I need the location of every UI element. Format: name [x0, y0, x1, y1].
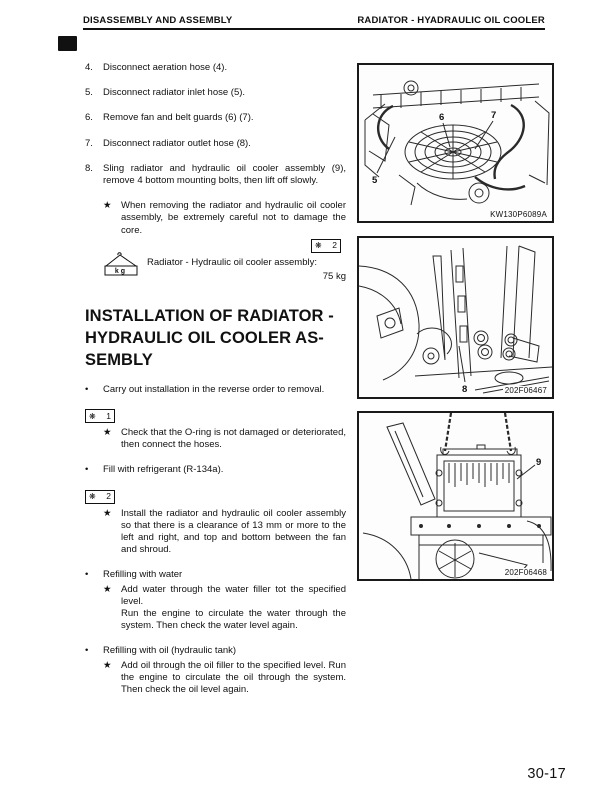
star-icon: ★: [103, 200, 112, 212]
part-label-7: 7: [491, 110, 496, 121]
figure-caption: 202F06467: [502, 386, 549, 395]
step-number: 5.: [85, 87, 93, 99]
water-bullet: • Refilling with water: [85, 569, 346, 581]
figure-outlet-hose: 8 202F06467: [357, 236, 554, 399]
step-text: Sling radiator and hydraulic oil cooler …: [103, 162, 346, 187]
note-text: Run the engine to circulate the water th…: [121, 608, 346, 632]
header-section-title: DISASSEMBLY AND ASSEMBLY: [83, 15, 233, 26]
cross-ref-badge-2: ❋ 2: [311, 238, 341, 253]
header-topic-title: RADIATOR - HYADRAULIC OIL COOLER: [357, 15, 545, 26]
bullet-icon: •: [85, 569, 89, 581]
caution-text: When removing the radiator and hydraulic…: [121, 200, 346, 236]
part-label-5: 5: [372, 175, 378, 186]
heading-line-3: SEMBLY: [85, 350, 153, 369]
star-icon: ★: [103, 659, 112, 671]
bullet-icon: •: [85, 645, 89, 657]
step-text: Disconnect radiator inlet hose (5).: [103, 87, 246, 99]
removal-step-6: 6. Remove fan and belt guards (6) (7).: [85, 112, 346, 124]
figure-caption: 202F06468: [502, 568, 549, 577]
header-rule: [83, 28, 545, 30]
step-number: 7.: [85, 137, 93, 149]
part-label-6: 6: [439, 112, 444, 123]
removal-step-5: 5. Disconnect radiator inlet hose (5).: [85, 87, 346, 99]
note-text: Add oil through the oil filler to the sp…: [121, 659, 346, 696]
bullet-icon: •: [85, 383, 89, 395]
kg-sling-icon: kg: [99, 251, 143, 281]
note-text: Check that the O-ring is not damaged or …: [121, 427, 346, 451]
heading-line-1: INSTALLATION OF RADIATOR -: [85, 306, 334, 325]
refrigerant-bullet: • Fill with refrigerant (R-134a).: [85, 464, 346, 476]
star-icon: ★: [103, 507, 112, 519]
bullet-text: Refilling with water: [103, 569, 183, 581]
figure-fan-and-guards: 5 6 7 KW130P6089A: [357, 63, 554, 223]
oil-note: ★ Add oil through the oil filler to the …: [103, 660, 346, 697]
weight-label: Radiator - Hydraulic oil cooler assembly…: [147, 256, 318, 268]
outlet-hose-line-art: 8: [359, 245, 552, 395]
water-note: ★ Add water through the water filler tot…: [103, 584, 346, 633]
step-text: Remove fan and belt guards (6) (7).: [103, 112, 254, 124]
oil-bullet: • Refilling with oil (hydraulic tank): [85, 645, 346, 657]
note-text: Add water through the water filler tot t…: [121, 583, 346, 607]
ref-number: 1: [106, 410, 111, 421]
step-text: Disconnect radiator outlet hose (8).: [103, 137, 251, 149]
section-index-tab: [58, 36, 77, 51]
bullet-text: Carry out installation in the reverse or…: [103, 383, 325, 395]
install-intro-bullet: • Carry out installation in the reverse …: [85, 384, 346, 396]
part-label-9: 9: [536, 457, 541, 468]
weight-spec: kg Radiator - Hydraulic oil cooler assem…: [99, 252, 346, 287]
removal-step-7: 7. Disconnect radiator outlet hose (8).: [85, 138, 346, 150]
step-number: 6.: [85, 112, 93, 124]
star-icon: ★: [103, 583, 112, 595]
step-text: Disconnect aeration hose (4).: [103, 62, 228, 73]
star-icon: ★: [103, 427, 112, 439]
bullet-text: Fill with refrigerant (R-134a).: [103, 464, 224, 476]
ref-symbol-icon: ❋: [89, 492, 96, 502]
figure-caption: KW130P6089A: [488, 210, 549, 219]
heading-line-2: HYDRAULIC OIL COOLER AS-: [85, 328, 324, 347]
note-text: Install the radiator and hydraulic oil c…: [121, 507, 346, 556]
kg-label: kg: [115, 268, 127, 275]
page-number: 30-17: [527, 766, 566, 782]
bullet-text: Refilling with oil (hydraulic tank): [103, 645, 237, 657]
installation-heading: INSTALLATION OF RADIATOR - HYDRAULIC OIL…: [85, 305, 346, 371]
ref-symbol-icon: ❋: [89, 411, 96, 421]
clearance-note: ★ Install the radiator and hydraulic oil…: [103, 508, 346, 557]
body-text-column: 4. Disconnect aeration hose (4). 5. Disc…: [85, 62, 346, 696]
part-label-8: 8: [462, 384, 467, 395]
ref-symbol-icon: ❋: [315, 241, 322, 251]
removal-step-4: 4. Disconnect aeration hose (4).: [85, 62, 346, 74]
cross-ref-badge-2b: ❋ 2: [85, 489, 115, 504]
removal-step-8: 8. Sling radiator and hydraulic oil cool…: [85, 163, 346, 187]
cross-ref-badge-1: ❋ 1: [85, 409, 115, 424]
step-number: 8.: [85, 162, 93, 174]
ref-number: 2: [106, 491, 111, 502]
step-number: 4.: [85, 62, 93, 73]
weight-value: 75 kg: [322, 271, 346, 283]
oring-note: ★ Check that the O-ring is not damaged o…: [103, 427, 346, 451]
bullet-icon: •: [85, 464, 89, 476]
figure-sling-assembly: 9 202F06468: [357, 411, 554, 581]
removal-caution-note: ★ When removing the radiator and hydraul…: [103, 200, 346, 237]
ref-number: 2: [332, 240, 337, 251]
fan-guards-line-art: 5 6 7: [364, 80, 550, 206]
sling-assembly-line-art: 9: [362, 413, 552, 579]
